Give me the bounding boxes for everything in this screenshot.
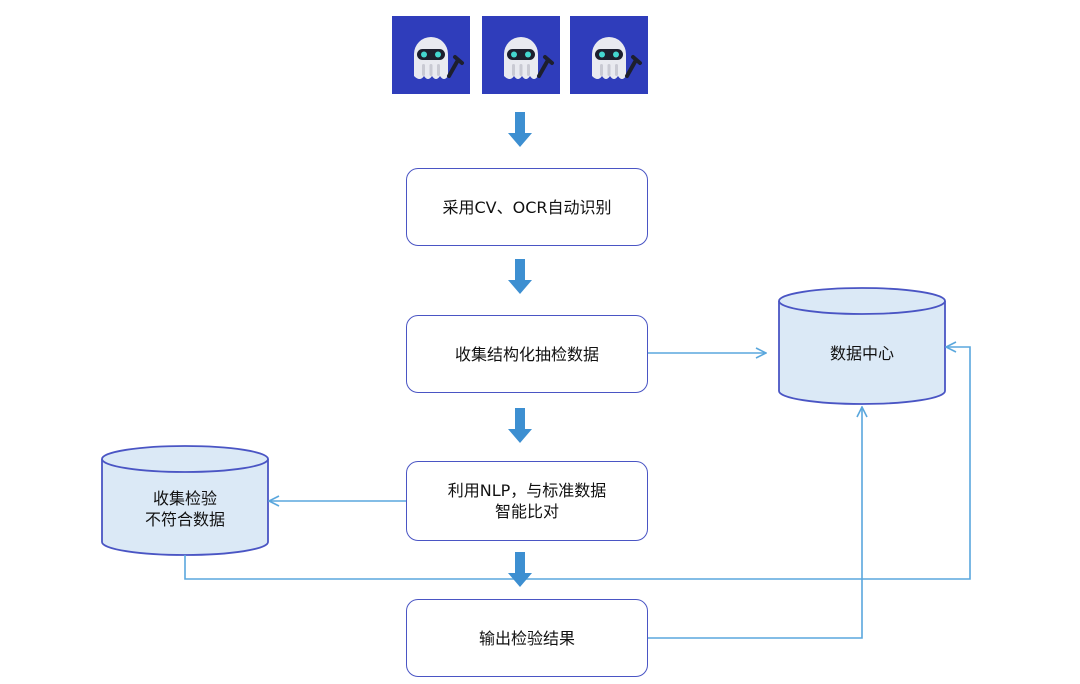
flow-arrow-4 [508,552,532,587]
robot-icon [570,16,648,94]
noncompliant-text-line2: 不符合数据 [144,510,225,529]
connector-output-to-datacenter [648,408,862,639]
flow-arrow-3 [508,408,532,443]
data-center-text: 数据中心 [829,344,894,363]
robot-icon [482,16,560,94]
noncompliant-data-cylinder [101,445,269,556]
step-cv-ocr-box: 采用CV、OCR自动识别 [406,168,648,246]
step-output-label: 输出检验结果 [478,628,575,648]
step-cv-ocr-label: 采用CV、OCR自动识别 [442,197,612,217]
step-collect-box: 收集结构化抽检数据 [406,315,648,393]
flow-arrow-2 [508,259,532,294]
robot-icon [392,16,470,94]
connector-noncompliant-to-datacenter [184,347,971,580]
step-nlp-box: 利用NLP，与标准数据 智能比对 [406,461,648,541]
data-center-label: 数据中心 [779,343,945,364]
step-nlp-label-line2: 智能比对 [494,502,559,521]
step-collect-label: 收集结构化抽检数据 [454,344,599,364]
noncompliant-label: 收集检验 不符合数据 [102,488,268,530]
step-nlp-label-line1: 利用NLP，与标准数据 [447,481,607,500]
flow-arrow-1 [508,112,532,147]
noncompliant-text-line1: 收集检验 [152,489,217,508]
data-center-cylinder [778,287,946,405]
step-output-box: 输出检验结果 [406,599,648,677]
